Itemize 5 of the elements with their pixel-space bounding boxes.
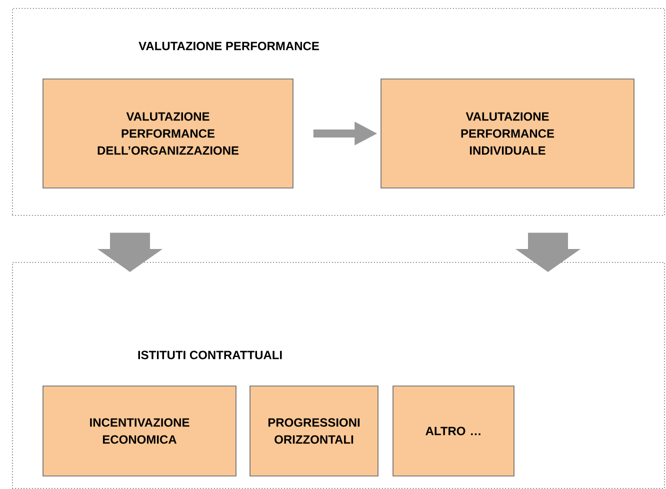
- process-box: VALUTAZIONE PERFORMANCE DELL’ORGANIZZAZIONE: [42, 78, 294, 188]
- process-box: INCENTIVAZIONE ECONOMICA: [42, 386, 236, 476]
- process-box: VALUTAZIONE PERFORMANCE INDIVIDUALE: [380, 78, 634, 188]
- process-box: PROGRESSIONI ORIZZONTALI: [250, 386, 378, 476]
- process-box: ALTRO …: [392, 386, 514, 476]
